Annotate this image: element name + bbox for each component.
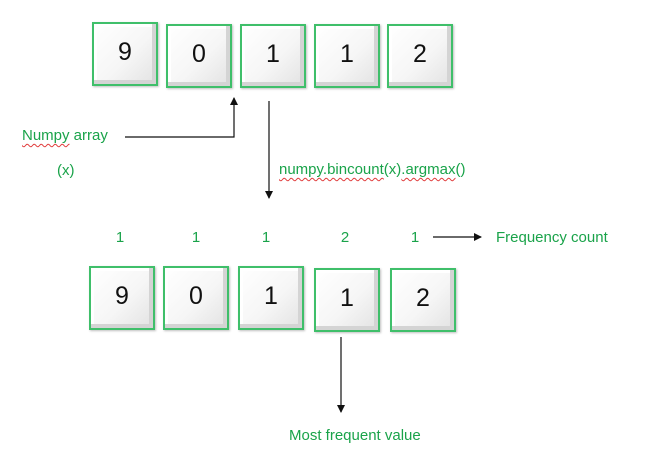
bottom-array-cell-1: 0	[163, 266, 229, 330]
top-array-cell-0: 9	[92, 22, 158, 86]
bottom-array-value: 2	[416, 283, 430, 312]
function-call-label: numpy.bincount(x).argmax()	[279, 161, 465, 178]
x-variable-label: (x)	[57, 162, 75, 179]
function-call-part-x: (x)	[383, 161, 402, 178]
bottom-array-value: 9	[115, 281, 129, 310]
top-array-cell-4: 2	[387, 24, 453, 88]
top-array-value: 0	[192, 39, 206, 68]
frequency-value-3: 2	[340, 229, 350, 246]
top-array-value: 1	[266, 39, 280, 68]
top-array-cell-2: 1	[240, 24, 306, 88]
bottom-array-cell-0: 9	[89, 266, 155, 330]
bottom-array-cell-2: 1	[238, 266, 304, 330]
top-array-value: 9	[118, 37, 132, 66]
function-call-part-argmax: .argmax	[401, 161, 456, 178]
frequency-value-2: 1	[261, 229, 271, 246]
numpy-array-arrow	[125, 97, 238, 138]
frequency-value-1: 1	[191, 229, 201, 246]
function-call-part-parens: ()	[455, 161, 466, 178]
frequency-count-label: Frequency count	[496, 229, 608, 246]
frequency-value-4: 1	[410, 229, 420, 246]
top-array-value: 1	[340, 39, 354, 68]
bottom-array-value: 1	[264, 281, 278, 310]
function-call-part-bincount: numpy.bincount	[279, 161, 384, 178]
top-array-cell-1: 0	[166, 24, 232, 88]
frequency-value-0: 1	[115, 229, 125, 246]
numpy-array-label: Numpy array	[22, 127, 108, 144]
numpy-array-word: Numpy	[22, 127, 70, 144]
numpy-array-rest: array	[69, 127, 108, 144]
bottom-array-value: 0	[189, 281, 203, 310]
bottom-array-cell-4: 2	[390, 268, 456, 332]
top-array-value: 2	[413, 39, 427, 68]
bottom-array-cell-3: 1	[314, 268, 380, 332]
most-frequent-label: Most frequent value	[289, 427, 421, 444]
bottom-array-value: 1	[340, 283, 354, 312]
top-array-cell-3: 1	[314, 24, 380, 88]
